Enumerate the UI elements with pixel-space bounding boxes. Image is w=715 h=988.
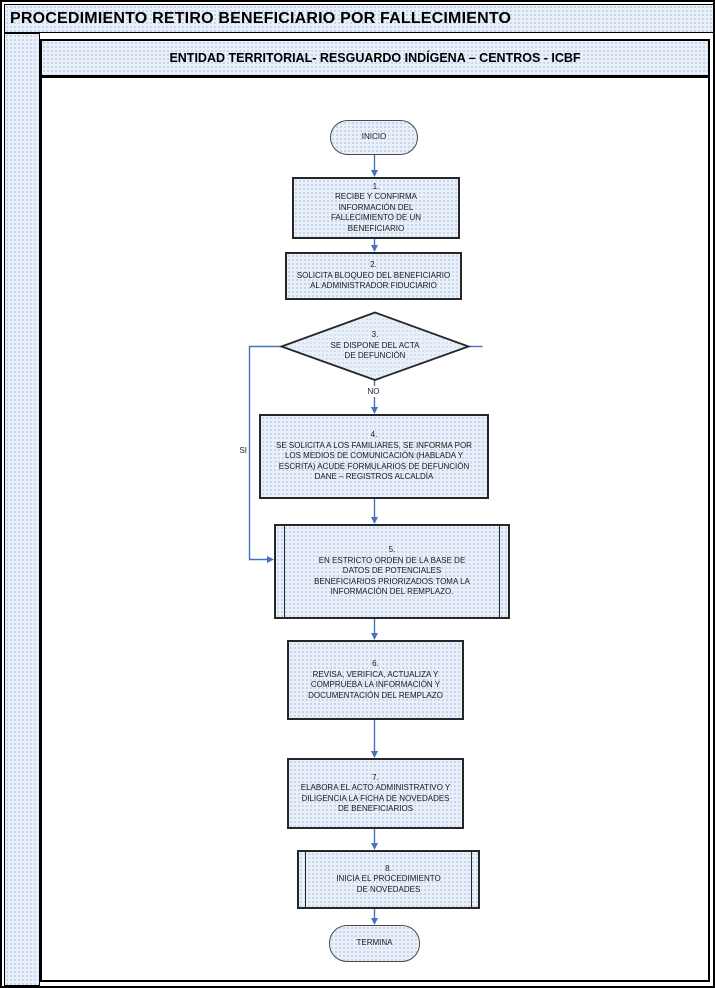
- flow-node-7: 7. ELABORA EL ACTO ADMINISTRATIVO Y DILI…: [287, 758, 464, 829]
- node-3-text-label: SE DISPONE DEL ACTA DE DEFUNCIÓN: [330, 340, 420, 361]
- flow-node-start: INICIO: [330, 120, 418, 155]
- edge-label-si: SI: [228, 445, 247, 456]
- flow-node-6: 6. REVISA, VERIFICA, ACTUALIZA Y COMPRUE…: [287, 640, 464, 720]
- flow-node-2: 2. SOLICITA BLOQUEO DEL BENEFICIARIO AL …: [285, 252, 462, 300]
- node-5-number: 5.: [388, 545, 396, 555]
- predefined-process-bar: [284, 526, 285, 617]
- title-bar: PROCEDIMIENTO RETIRO BENEFICIARIO POR FA…: [4, 4, 713, 33]
- node-1-text: RECIBE Y CONFIRMA INFORMACIÓN DEL FALLEC…: [330, 192, 422, 233]
- node-1-number: 1.: [372, 181, 380, 191]
- swimlane-left-column: [4, 33, 40, 986]
- page-title: PROCEDIMIENTO RETIRO BENEFICIARIO POR FA…: [10, 9, 512, 27]
- flow-node-5-predefined: 5. EN ESTRICTO ORDEN DE LA BASE DE DATOS…: [274, 524, 510, 619]
- node-3-number: 3.: [371, 330, 379, 340]
- node-7-number: 7.: [372, 772, 379, 782]
- edge-label-no: NO: [360, 386, 387, 397]
- flow-node-8-predefined: 8. INICIA EL PROCEDIMIENTO DE NOVEDADES: [297, 850, 480, 909]
- node-6-text: REVISA, VERIFICA, ACTUALIZA Y COMPRUEBA …: [308, 669, 443, 700]
- lane-header-label: ENTIDAD TERRITORIAL- RESGUARDO INDÍGENA …: [169, 51, 581, 65]
- predefined-process-bar: [305, 852, 306, 907]
- flow-node-end: TERMINA: [329, 925, 420, 962]
- node-8-text: INICIA EL PROCEDIMIENTO DE NOVEDADES: [336, 874, 441, 894]
- node-2-text: SOLICITA BLOQUEO DEL BENEFICIARIO AL ADM…: [296, 270, 451, 291]
- node-6-number: 6.: [372, 659, 379, 668]
- node-4-text: SE SOLICITA A LOS FAMILIARES, SE INFORMA…: [276, 440, 472, 482]
- end-label: TERMINA: [356, 938, 393, 948]
- node-2-number: 2.: [370, 260, 377, 270]
- flow-node-3-decision: 3. SE DISPONE DEL ACTA DE DEFUNCIÓN: [325, 328, 425, 364]
- lane-header: ENTIDAD TERRITORIAL- RESGUARDO INDÍGENA …: [40, 39, 710, 77]
- predefined-process-bar: [471, 852, 472, 907]
- node-8-number: 8.: [385, 863, 392, 873]
- node-5-text: EN ESTRICTO ORDEN DE LA BASE DE DATOS DE…: [314, 555, 470, 597]
- node-7-text: ELABORA EL ACTO ADMINISTRATIVO Y DILIGEN…: [300, 783, 451, 813]
- node-4-number: 4.: [370, 430, 378, 440]
- start-label: INICIO: [361, 132, 387, 142]
- flow-node-4: 4. SE SOLICITA A LOS FAMILIARES, SE INFO…: [259, 414, 489, 499]
- predefined-process-bar: [499, 526, 500, 617]
- flow-node-1: 1. RECIBE Y CONFIRMA INFORMACIÓN DEL FAL…: [292, 177, 460, 239]
